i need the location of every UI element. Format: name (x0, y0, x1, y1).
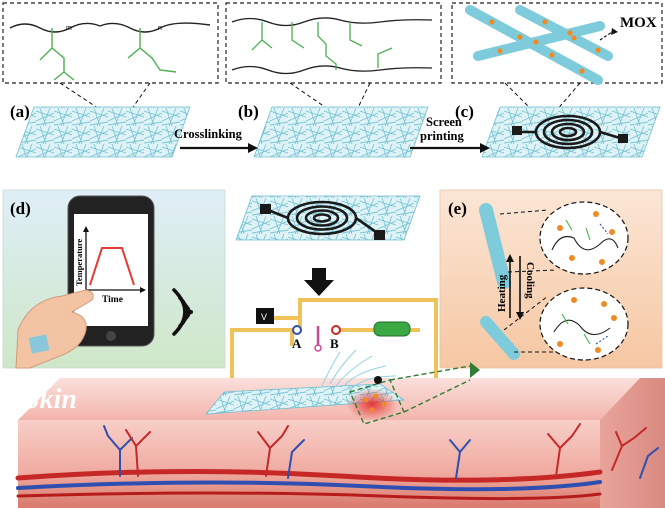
polymer-structure-a (9, 22, 211, 81)
step-printing: printing (420, 129, 465, 143)
svg-text:V: V (261, 312, 267, 322)
heating-label: Heating (496, 274, 508, 312)
label-a: (a) (10, 102, 30, 121)
label-d: (d) (10, 199, 31, 218)
mox-label: MOX (620, 15, 657, 31)
label-e: (e) (448, 199, 467, 218)
svg-text:n: n (158, 25, 162, 32)
temperature-plot (83, 226, 146, 293)
terminal-a: A (292, 336, 302, 351)
plot-x-axis: Time (102, 295, 123, 305)
electrode-contact (374, 376, 382, 384)
down-arrow-shaft (312, 268, 326, 280)
fiber-cooled (480, 316, 520, 360)
spiral-electrode (267, 200, 377, 236)
down-arrow (304, 280, 334, 296)
sensor-mat (235, 195, 421, 241)
mox-particles (489, 19, 601, 74)
hot-spot (346, 388, 398, 420)
label-b: (b) (238, 102, 259, 121)
polymer-structure-b (231, 17, 433, 75)
spiral-electrode-c (520, 114, 621, 150)
svg-text:m: m (66, 25, 72, 32)
cooling-label: Cooling (524, 262, 536, 299)
sensor-on-skin (205, 383, 406, 415)
voltmeter (256, 308, 274, 324)
bond-inset-top (539, 201, 629, 275)
skin-side (600, 378, 665, 508)
fiber-mat-a (15, 106, 191, 158)
blood-vessels (15, 423, 659, 501)
fiber-heated (479, 203, 511, 289)
inset-b-box (225, 2, 442, 84)
peeling-fibers (321, 349, 397, 389)
wifi-icon (172, 288, 193, 336)
bond-inset-bottom (539, 287, 629, 361)
battery (373, 321, 411, 337)
terminal-a-dot (292, 325, 302, 335)
terminal-b: B (330, 336, 339, 351)
fiber-mat-c (481, 106, 661, 158)
mox-pointer (599, 31, 613, 41)
plot-y-axis: Temperature (74, 239, 84, 286)
step-crosslinking: Crosslinking (174, 127, 243, 141)
fiber-mat-b (253, 106, 429, 158)
inset-a-box (2, 2, 219, 84)
particles-e (557, 211, 617, 353)
terminal-b-dot (331, 325, 341, 335)
label-c: (c) (455, 102, 474, 121)
step-screen: Screen (426, 115, 462, 129)
molecular-bonds (551, 219, 619, 345)
hand (15, 289, 94, 369)
skin-label: Skin (24, 384, 77, 415)
